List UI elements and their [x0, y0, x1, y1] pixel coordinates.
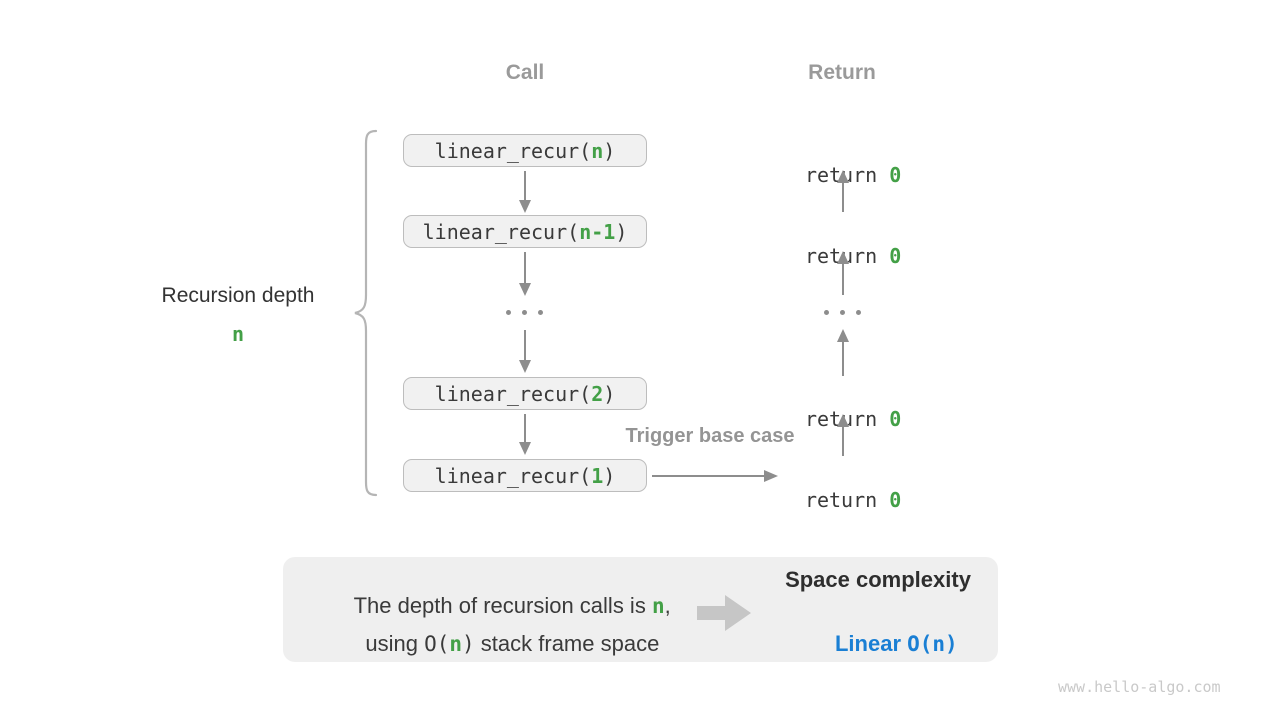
- recursion-depth-label: Recursion depth: [161, 284, 315, 307]
- return-row-4: return 0: [742, 464, 942, 512]
- code-text: ): [603, 381, 616, 406]
- code-value: 0: [889, 407, 902, 431]
- code-text: ): [603, 138, 616, 163]
- space-complexity-title: Space complexity: [785, 567, 971, 592]
- call-column-header: Call: [505, 61, 545, 84]
- dot: [840, 310, 845, 315]
- code-big-o: O(: [424, 632, 450, 656]
- summary-text: using: [365, 631, 425, 656]
- code-arg: n-1: [579, 219, 616, 244]
- call-arrow-down-2: [519, 252, 531, 296]
- dot: [522, 310, 527, 315]
- dot: [856, 310, 861, 315]
- code-text: linear_recur(: [434, 463, 592, 488]
- dot: [824, 310, 829, 315]
- code-value: 0: [889, 163, 902, 187]
- code-n: n: [651, 594, 665, 618]
- summary-text: stack frame space: [474, 631, 660, 656]
- code-value: 0: [889, 244, 902, 268]
- summary-line-2: using O(n) stack frame space: [299, 605, 689, 683]
- code-n: n: [449, 632, 463, 656]
- return-arrow-up-3: [837, 329, 849, 376]
- call-box-n: linear_recur(n): [403, 134, 647, 167]
- call-box-1: linear_recur(1): [403, 459, 647, 492]
- return-row-3: return 0: [742, 383, 942, 431]
- return-row-1: return 0: [742, 139, 942, 187]
- complexity-name: Linear: [834, 631, 908, 656]
- call-arrow-down-4: [519, 414, 531, 455]
- code-text: return: [804, 244, 890, 268]
- code-arg: n: [591, 138, 604, 163]
- implies-arrow-icon: [697, 595, 751, 631]
- call-arrow-down-1: [519, 171, 531, 213]
- dot: [538, 310, 543, 315]
- code-text: linear_recur(: [434, 138, 592, 163]
- code-text: ): [615, 219, 628, 244]
- dot: [506, 310, 511, 315]
- summary-text: The depth of recursion calls is: [353, 593, 652, 618]
- code-text: linear_recur(: [434, 381, 592, 406]
- code-arg: 1: [591, 463, 604, 488]
- code-text: return: [804, 488, 890, 512]
- ellipsis-dots-call: [506, 310, 543, 315]
- trigger-base-case-label: Trigger base case: [625, 425, 795, 447]
- call-box-2: linear_recur(2): [403, 377, 647, 410]
- summary-line-1: The depth of recursion calls is n,: [299, 567, 689, 645]
- summary-text: ,: [664, 593, 671, 618]
- watermark: www.hello-algo.com: [1058, 678, 1221, 696]
- code-big-o: ): [462, 632, 475, 656]
- code-text: return: [804, 163, 890, 187]
- space-complexity-result: Linear O(n): [778, 605, 978, 683]
- code-arg: 2: [591, 381, 604, 406]
- code-text: ): [603, 463, 616, 488]
- return-row-2: return 0: [742, 220, 942, 268]
- call-box-n-1: linear_recur(n-1): [403, 215, 647, 248]
- summary-panel: The depth of recursion calls is n, using…: [283, 557, 998, 662]
- depth-brace: [354, 129, 378, 497]
- recursion-depth-value: n: [231, 322, 245, 346]
- complexity-notation: O(n): [907, 632, 958, 656]
- ellipsis-dots-return: [824, 310, 861, 315]
- return-column-header: Return: [808, 61, 876, 84]
- code-text: linear_recur(: [422, 219, 580, 244]
- call-arrow-down-3: [519, 330, 531, 373]
- code-value: 0: [889, 488, 902, 512]
